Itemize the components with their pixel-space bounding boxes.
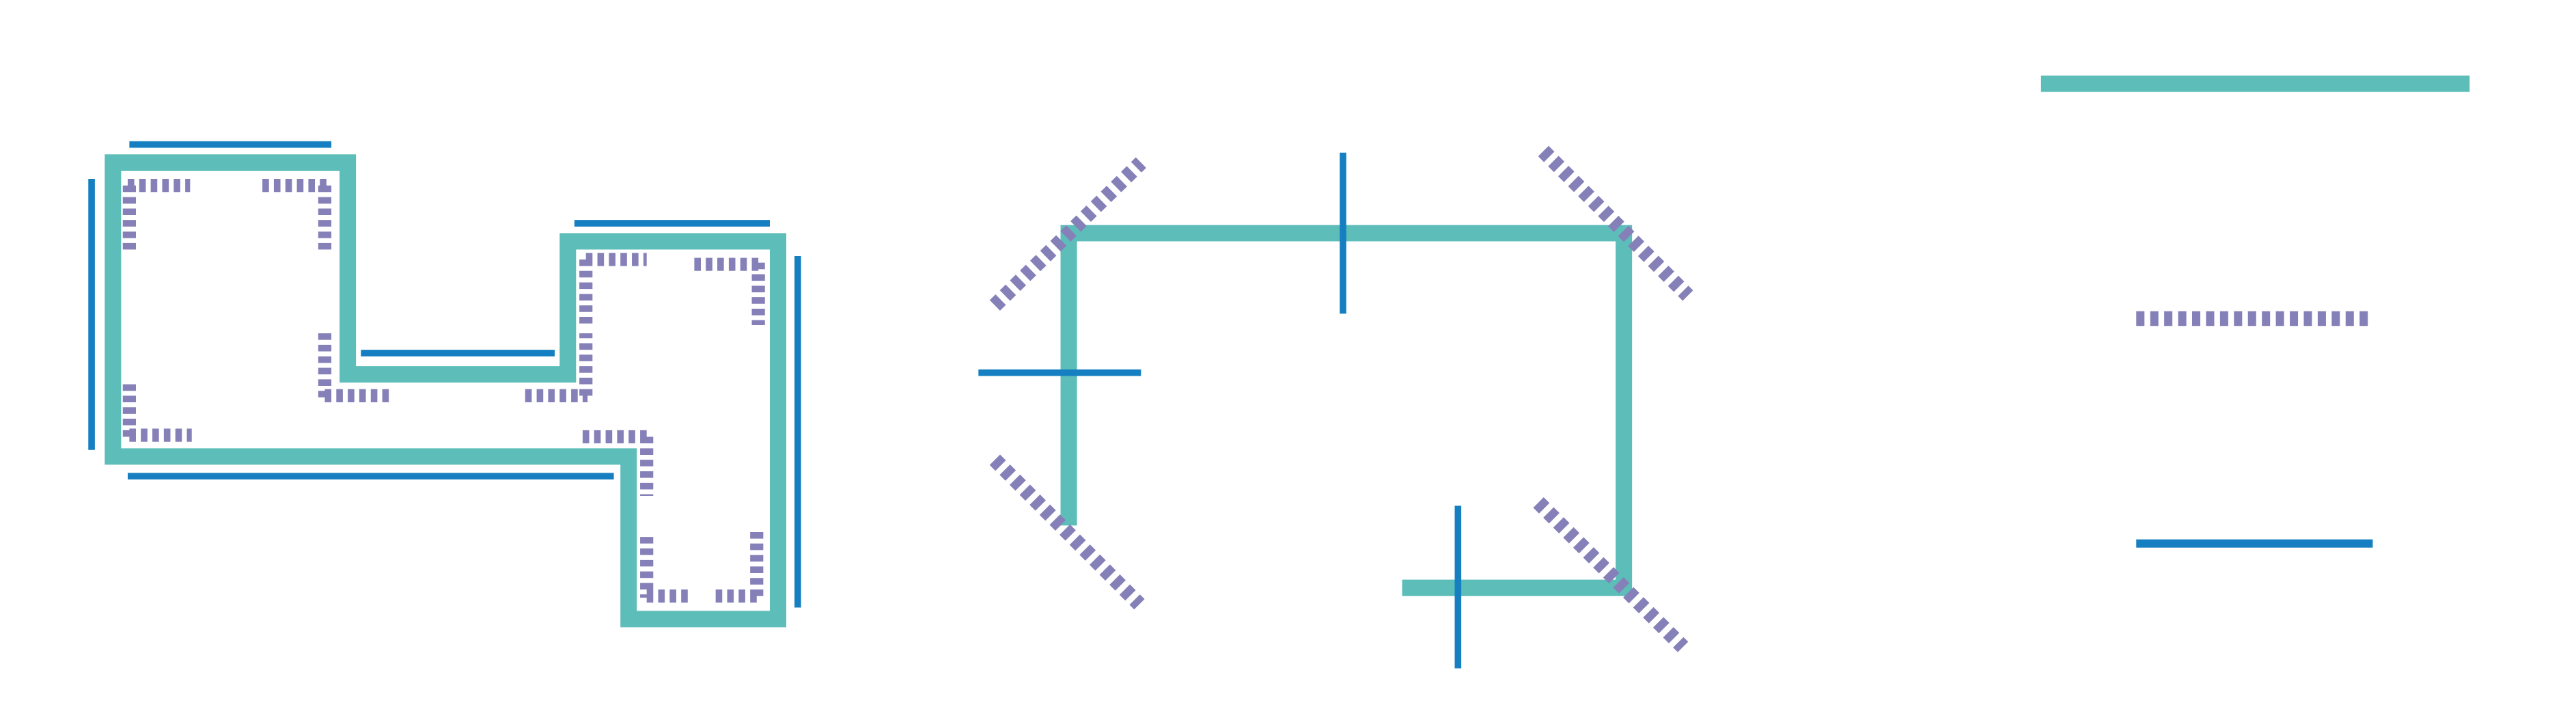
corner-dots [694, 257, 765, 326]
corner-dots [122, 384, 192, 442]
corner-dots [122, 179, 191, 250]
legend [2040, 75, 2470, 548]
corner-dots [715, 531, 764, 603]
corner-dots [579, 253, 647, 324]
polygon-path [105, 154, 787, 628]
mirror-bottom-left [989, 454, 1145, 610]
outlined-polygon [88, 141, 801, 628]
mirror-ring [978, 145, 1693, 669]
corner-dots [318, 333, 389, 403]
mirror-top-right [1538, 145, 1693, 301]
corner-dots [582, 430, 654, 497]
corner-dots [525, 333, 593, 403]
corner-dots [262, 179, 332, 250]
corner-dots [640, 537, 688, 603]
ring-path [1060, 225, 1633, 596]
polygon-dotted-corners [122, 179, 765, 603]
mirror-top-left [989, 157, 1146, 311]
mirror-bottom-right [1533, 497, 1689, 652]
